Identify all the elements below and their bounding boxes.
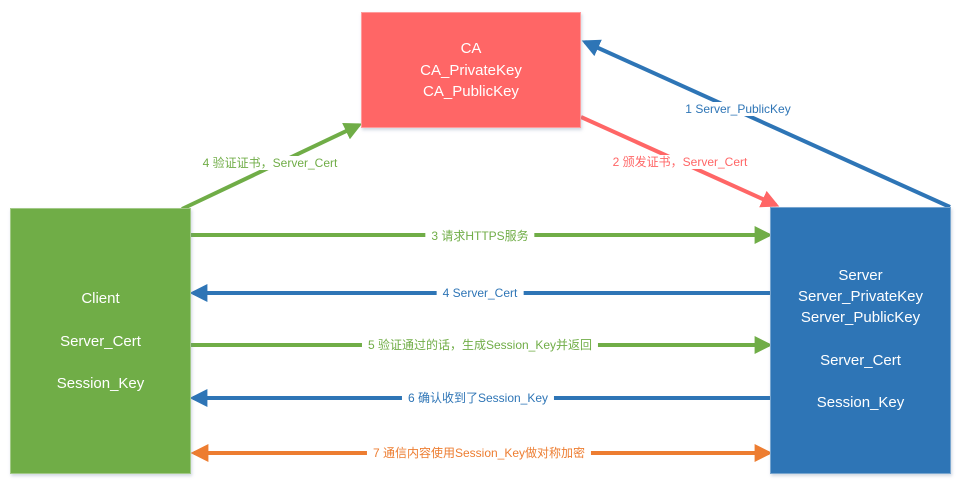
server-title: Server [838,267,883,284]
label-step-4-verify: 4 验证证书，Server_Cert [196,156,344,170]
label-step-5: 5 验证通过的话，生成Session_Key并返回 [361,338,599,352]
client-title: Client [81,290,120,307]
server-public-key: Server_PublicKey [800,309,921,326]
arrow-step-1 [581,39,951,209]
server-node: Server Server_PrivateKey Server_PublicKe… [770,207,951,474]
client-node: Client Server_Cert Session_Key [10,208,191,474]
server-session-key: Session_Key [816,394,905,411]
label-step-1: 1 Server_PublicKey [679,102,797,116]
label-step-7: 7 通信内容使用Session_Key做对称加密 [366,446,592,460]
label-step-4-cert: 4 Server_Cert [436,286,524,300]
server-private-key: Server_PrivateKey [797,288,924,305]
client-session-key: Session_Key [56,375,145,392]
server-server-cert: Server_Cert [820,352,901,369]
label-step-6: 6 确认收到了Session_Key [401,391,555,405]
label-step-3: 3 请求HTTPS服务 [425,229,535,243]
ca-title: CA [460,40,482,57]
client-server-cert: Server_Cert [60,333,141,350]
ca-private-key: CA_PrivateKey [420,62,522,79]
ca-public-key: CA_PublicKey [423,83,519,100]
label-step-2: 2 颁发证书，Server_Cert [606,155,754,169]
ca-node: CA CA_PrivateKey CA_PublicKey [361,12,581,128]
